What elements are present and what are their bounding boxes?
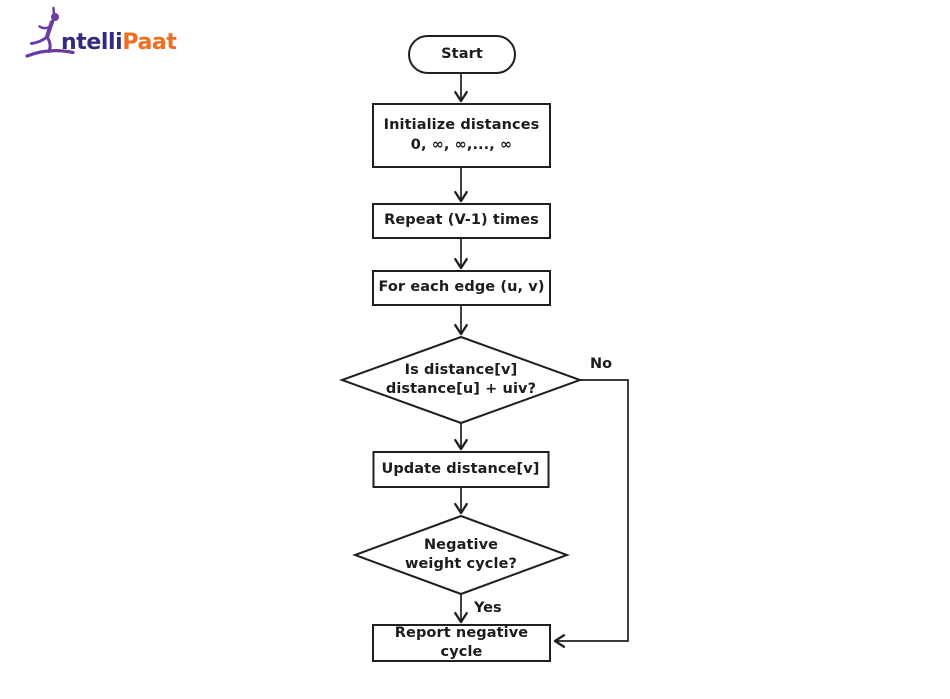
repeat-box-shape (372, 203, 551, 239)
initialize-box-shape (372, 103, 551, 168)
start-node-shape (408, 35, 516, 74)
decision2-diamond-shape (352, 514, 570, 596)
dancer-figure-icon (25, 6, 75, 58)
logo-text-dark: ntelli (61, 30, 123, 55)
report-box-shape (372, 624, 551, 662)
foreach-box-shape (372, 270, 551, 306)
logo-text-accent: Paat (122, 30, 177, 55)
edge-decision1-no-to-report (553, 379, 629, 648)
logo-wordmark: ntelliPaat (61, 30, 177, 55)
update-box-shape (372, 451, 550, 488)
intellipaat-logo: ntelliPaat (24, 6, 177, 62)
decision1-diamond-shape (339, 335, 583, 425)
